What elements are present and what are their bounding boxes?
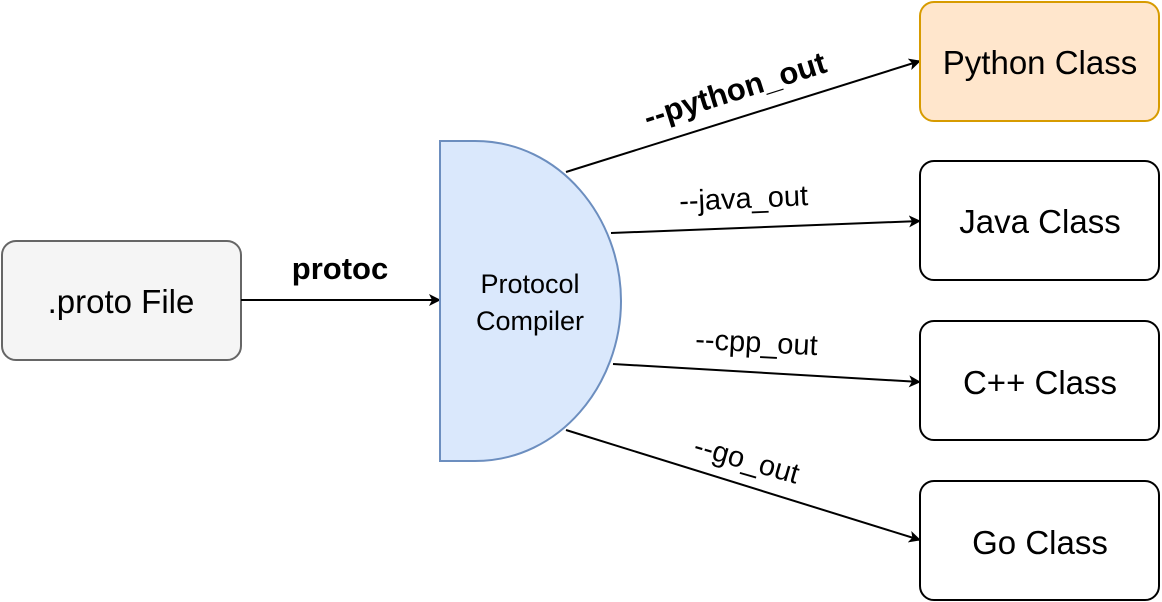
cpp-class-label: C++ Class	[963, 364, 1117, 401]
python-class-node[interactable]: Python Class	[919, 1, 1160, 122]
go-out-edge[interactable]: --go_out	[565, 429, 921, 543]
go-class-node[interactable]: Go Class	[919, 480, 1160, 601]
go-class-label: Go Class	[972, 524, 1108, 561]
java-out-arrow	[610, 215, 921, 234]
protocol-compiler-node[interactable]: Protocol Compiler	[439, 140, 623, 462]
go-class-box	[919, 480, 1160, 601]
python-class-box	[919, 1, 1160, 122]
protocol-compiler-label-line1: Protocol	[480, 269, 579, 299]
protoc-edge-label: protoc	[292, 251, 388, 286]
cpp-out-edge[interactable]: --cpp_out	[612, 324, 921, 388]
cpp-out-arrow	[612, 363, 921, 388]
java-class-box	[919, 160, 1160, 281]
protocol-compiler-shape	[439, 140, 623, 462]
cpp-out-label: --cpp_out	[694, 324, 818, 362]
cpp-class-box	[919, 320, 1160, 441]
python-out-edge[interactable]: --python_out	[565, 45, 921, 173]
python-class-label: Python Class	[943, 44, 1137, 81]
java-out-edge[interactable]: --java_out	[610, 180, 921, 234]
proto-file-node[interactable]: .proto File	[1, 240, 242, 361]
cpp-class-node[interactable]: C++ Class	[919, 320, 1160, 441]
protoc-edge[interactable]: protoc	[241, 251, 441, 306]
python-out-label: --python_out	[639, 45, 830, 135]
proto-file-label: .proto File	[48, 283, 195, 320]
java-out-label: --java_out	[678, 180, 808, 218]
python-out-arrow	[565, 58, 921, 173]
java-class-node[interactable]: Java Class	[919, 160, 1160, 281]
java-class-label: Java Class	[959, 203, 1120, 240]
protocol-compiler-label-line2: Compiler	[476, 306, 584, 336]
go-out-label: --go_out	[690, 430, 803, 491]
go-out-arrow	[565, 429, 921, 543]
